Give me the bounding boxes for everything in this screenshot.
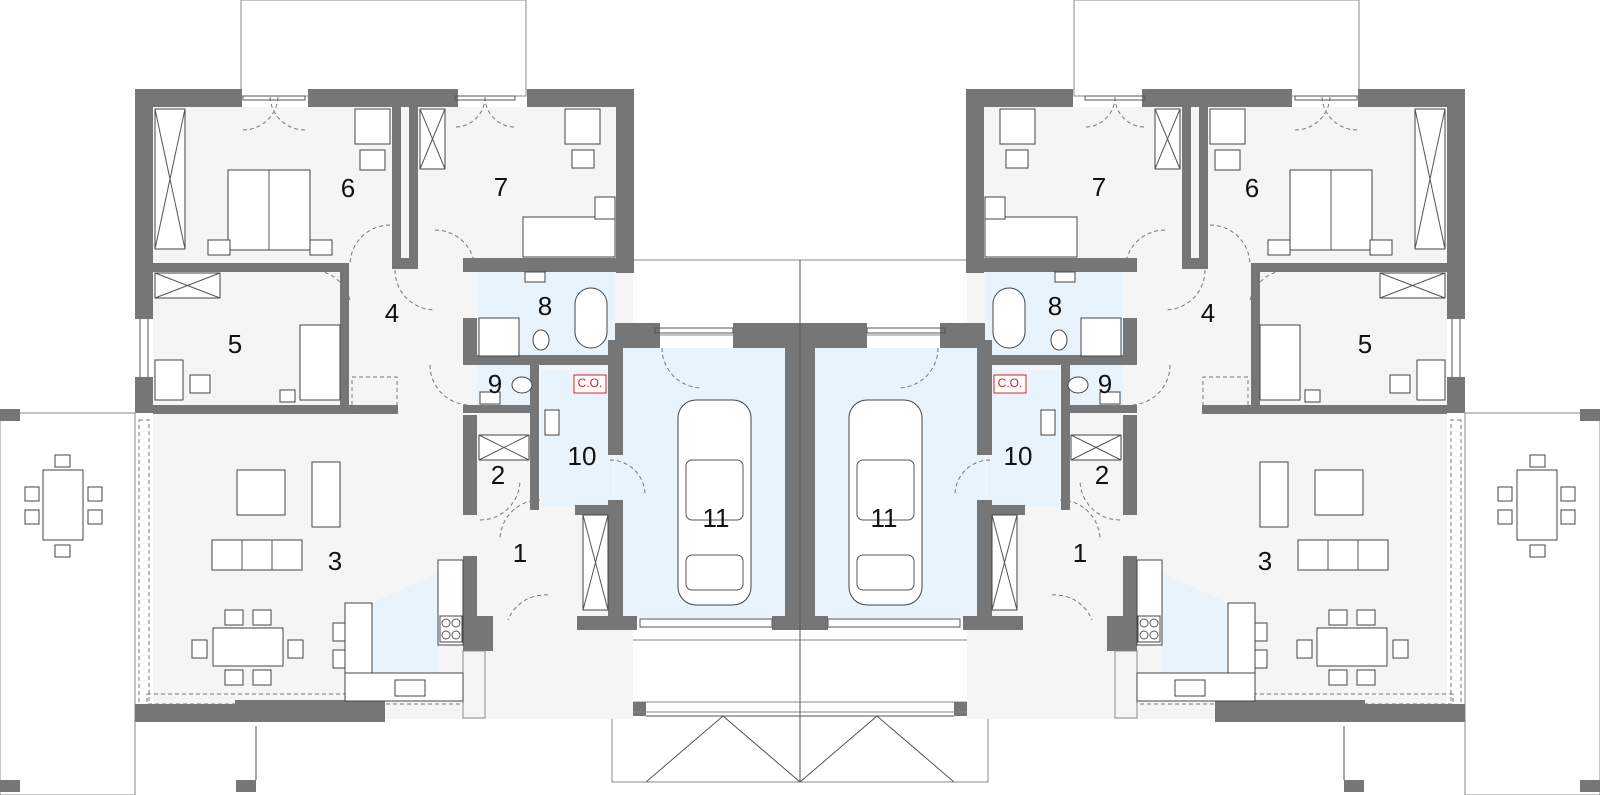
left-bedroom-furniture [154,108,391,256]
left-room5-furniture [154,272,398,410]
left-room-4-label: 4 [385,298,399,328]
left-room-6-label: 6 [341,173,355,203]
right-unit-geometry [799,0,1600,795]
left-room-2-label: 2 [491,460,505,490]
left-room-3-label: 3 [328,546,342,576]
right-room-8-label: 8 [1048,291,1062,321]
left-boiler-label: C.O. [578,376,603,390]
right-room-11-label: 11 [871,503,898,533]
left-room-8-label: 8 [538,291,552,321]
left-room-1-label: 1 [513,538,527,568]
left-bathroom-fixtures [478,271,608,357]
kitchen-floor [372,573,438,673]
right-boiler-label: C.O. [998,376,1023,390]
left-boiler-marker [573,374,607,394]
right-room-7-label: 7 [1092,172,1106,202]
left-room-9-label: 9 [488,369,502,399]
left-room-7-label: 7 [494,172,508,202]
left-room-11-label: 11 [703,503,730,533]
right-unit: 1 2 3 4 5 6 7 8 9 10 11 C.O. [799,0,1600,795]
right-room-2-label: 2 [1095,460,1109,490]
right-room-4-label: 4 [1201,298,1215,328]
right-room-3-label: 3 [1258,546,1272,576]
left-kitchen-counters [344,559,464,702]
left-wc-fixtures [479,376,533,405]
right-room-5-label: 5 [1358,329,1372,359]
left-small-bedroom-furniture [419,108,616,258]
left-room-10-label: 10 [568,441,597,471]
side-terrace [0,412,136,795]
right-boiler-marker [993,374,1027,394]
right-car-icon [848,399,923,606]
right-room-9-label: 9 [1098,369,1112,399]
left-car-icon [677,399,752,606]
bedroom-terrace [240,0,527,97]
left-living-furniture [191,461,349,686]
left-room-5-label: 5 [228,329,242,359]
left-unit: 1 2 3 4 5 6 7 8 9 10 11 C.O. [0,0,801,795]
left-terrace-dining [24,454,103,558]
right-room-10-label: 10 [1004,441,1033,471]
right-room-6-label: 6 [1245,173,1259,203]
right-room-1-label: 1 [1073,538,1087,568]
